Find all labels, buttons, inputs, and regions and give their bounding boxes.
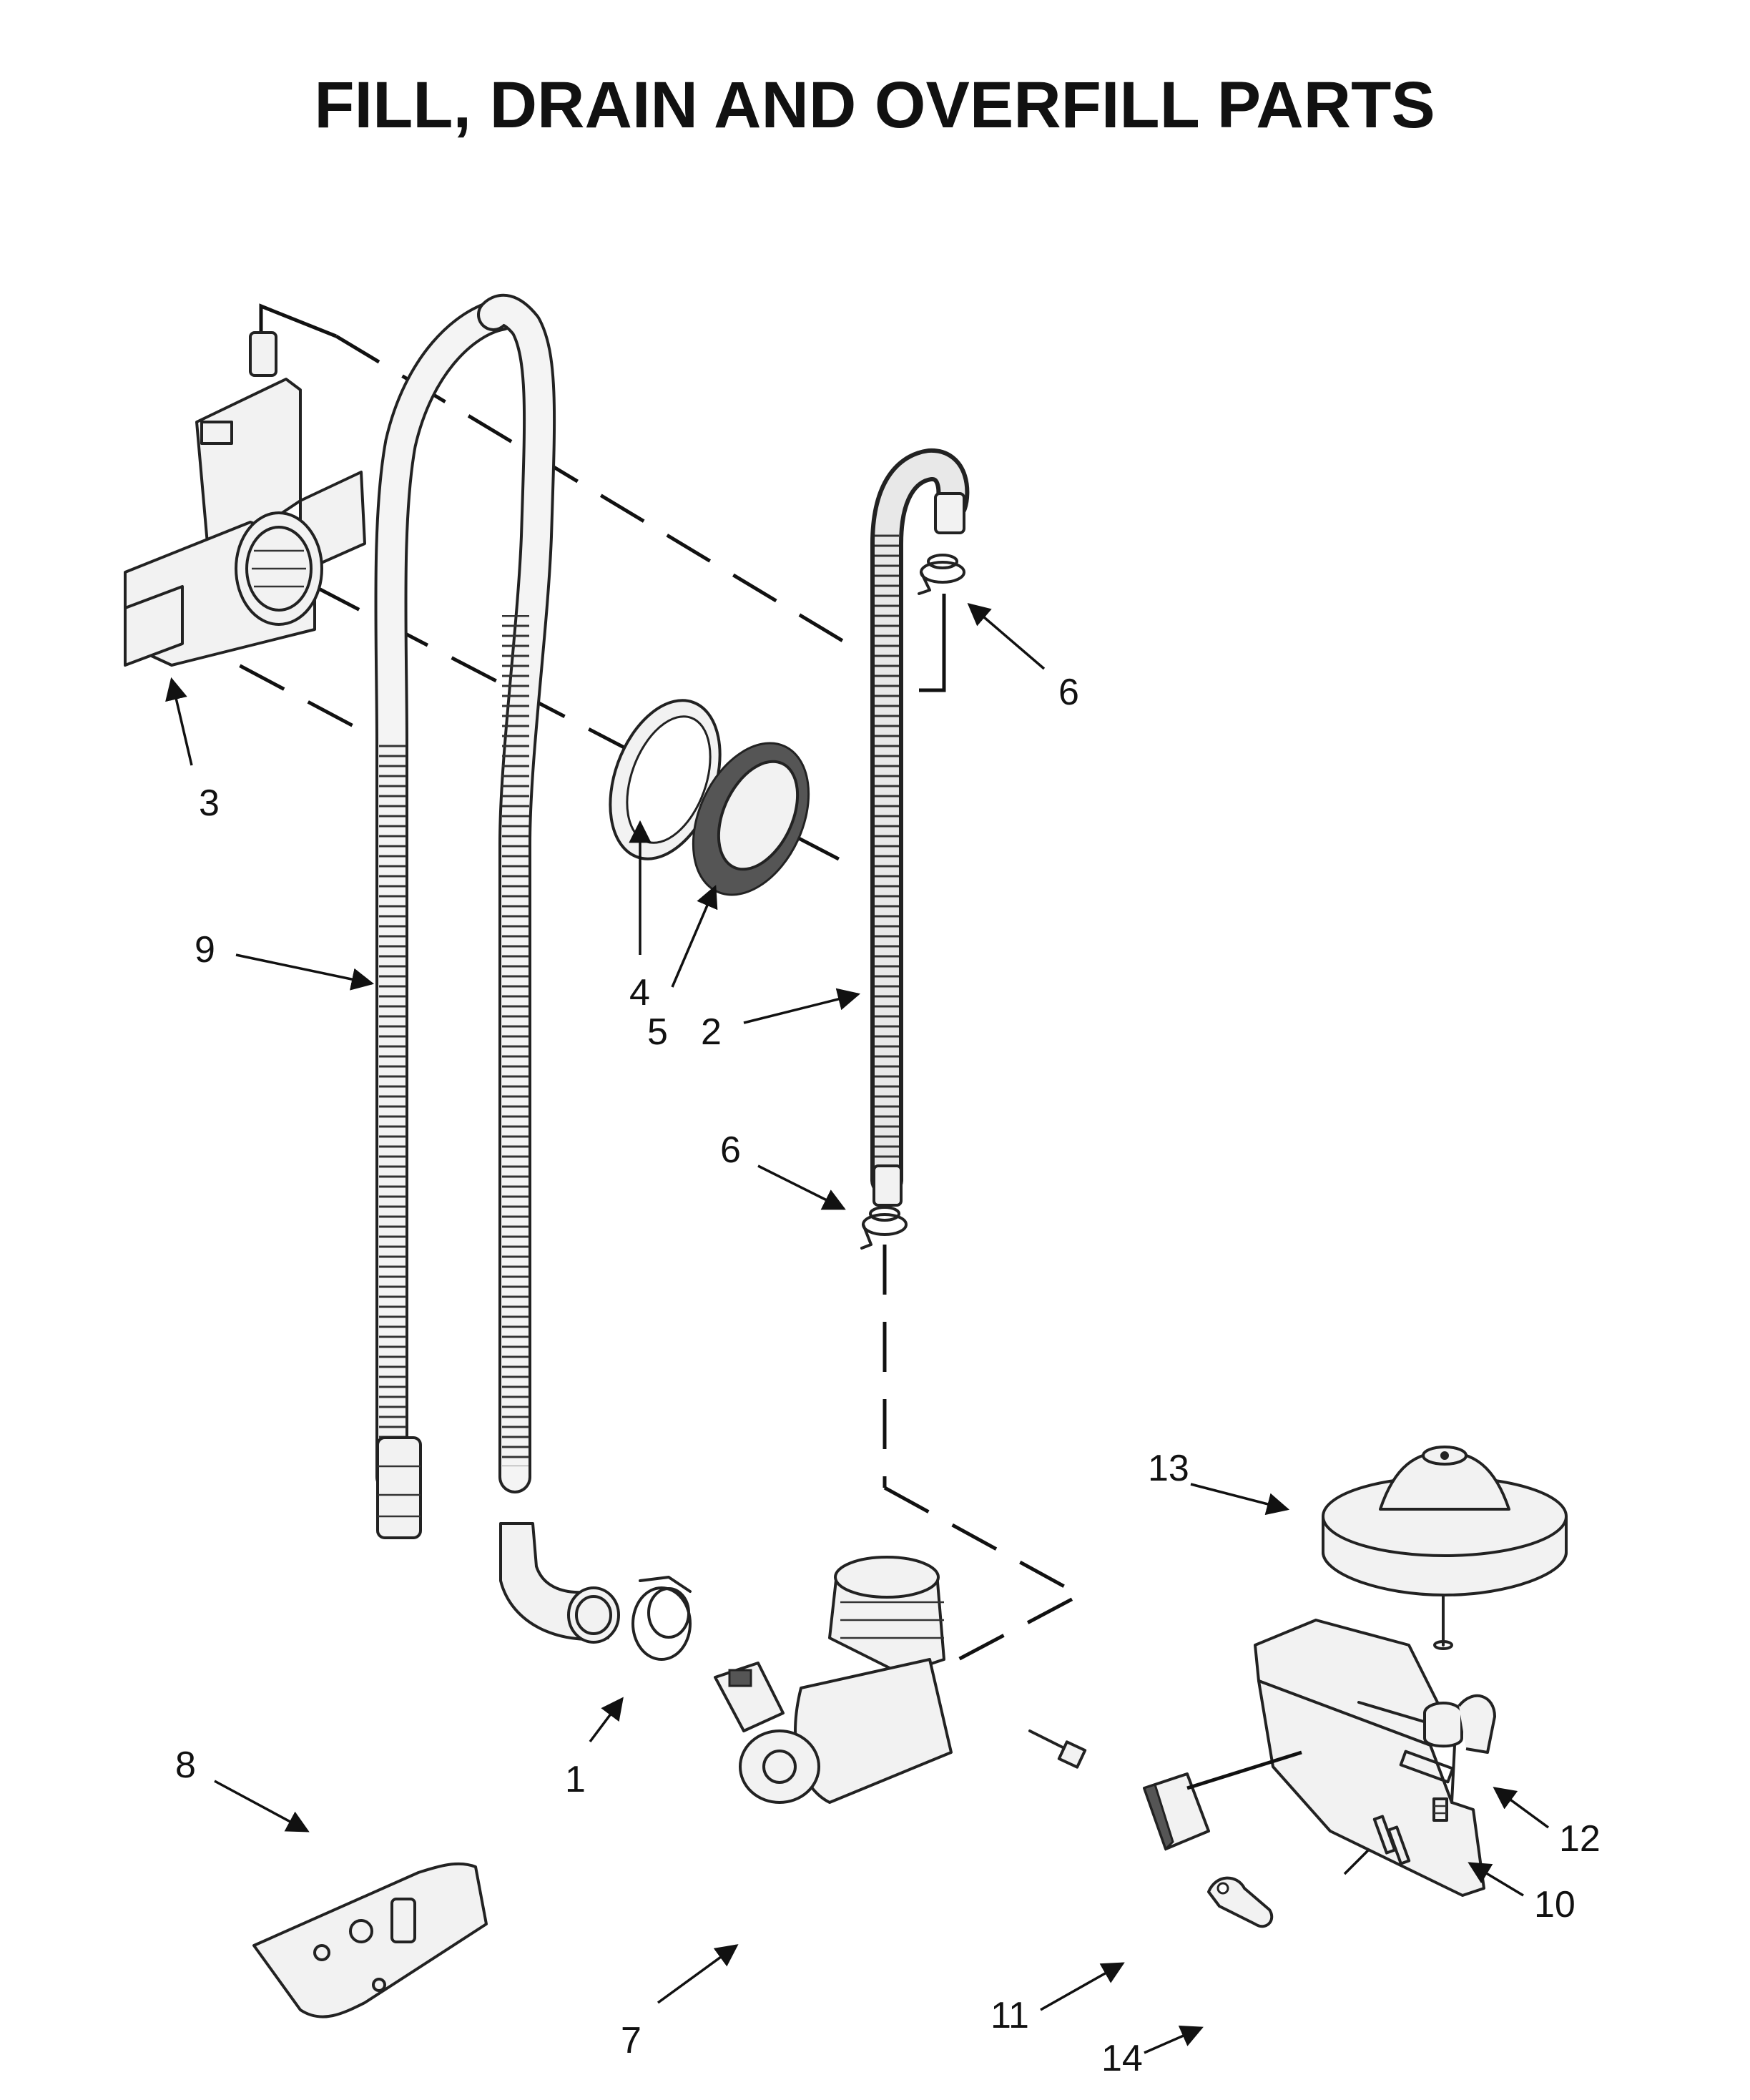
part-micro-switch: [1143, 1750, 1302, 1851]
part-gasket: [609, 699, 722, 860]
callout-5: 5: [647, 1011, 668, 1053]
callout-11: 11: [990, 1995, 1029, 2036]
part-clamp-top: [918, 554, 965, 595]
callout-2: 2: [701, 1011, 722, 1053]
callout-9: 9: [195, 929, 215, 971]
callout-3: 3: [199, 782, 220, 824]
part-parts-bag: [252, 1862, 488, 2018]
callout-10: 10: [1534, 1884, 1576, 1925]
callout-6-mid: 6: [720, 1129, 741, 1171]
part-nut: [692, 742, 810, 896]
diagram-title: FILL, DRAIN AND OVERFILL PARTS: [314, 69, 1435, 142]
callout-14: 14: [1101, 2038, 1143, 2079]
callout-7: 7: [621, 2020, 641, 2061]
callout-1: 1: [565, 1759, 586, 1800]
part-clip: [1207, 1876, 1274, 1928]
part-float-bracket: [1254, 1619, 1496, 1897]
part-water-valve: [714, 1556, 1087, 1804]
callout-4: 4: [629, 972, 650, 1014]
part-clamp-mid: [860, 1206, 908, 1250]
part-float: [1322, 1446, 1568, 1650]
part-fill-hose: [870, 448, 970, 1207]
callout-12: 12: [1559, 1818, 1601, 1860]
callout-labels: 6 3 9 4 5 2 6 1 8 7 13 12 10 11 14: [175, 672, 1601, 2079]
part-hose-clamp: [631, 1576, 692, 1661]
part-drain-hose: [374, 293, 620, 1644]
callout-13: 13: [1148, 1448, 1189, 1489]
callout-6-top: 6: [1058, 672, 1079, 713]
callout-8: 8: [175, 1745, 196, 1786]
leader-arrows: [165, 602, 1550, 2054]
part-vent-assembly: [124, 331, 366, 667]
